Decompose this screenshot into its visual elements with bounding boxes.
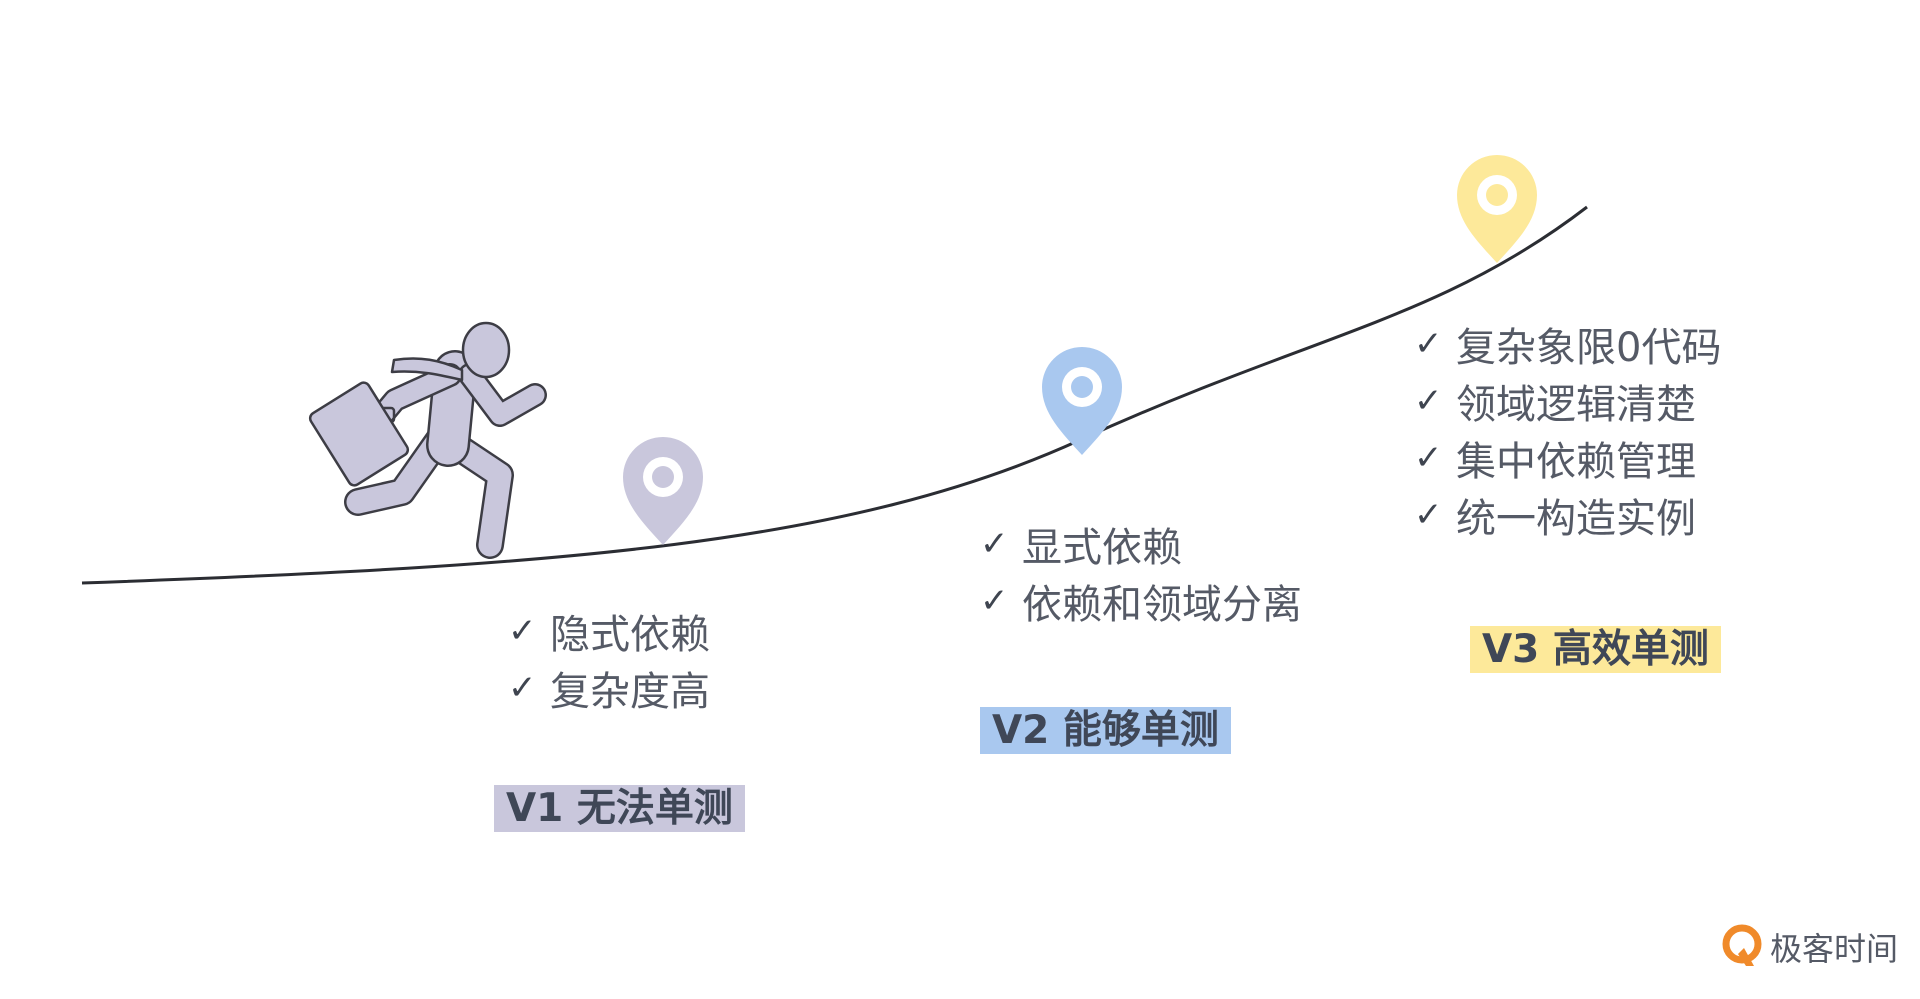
checklist-item-text: 显式依赖 [1022,524,1182,571]
stage-v3-checklist: ✓ 复杂象限0代码 ✓ 领域逻辑清楚 ✓ 集中依赖管理 ✓ 统一构造实例 [1414,315,1721,543]
check-icon: ✓ [508,610,537,651]
checklist-item: ✓ 依赖和领域分离 [980,572,1302,629]
check-icon: ✓ [1414,494,1443,535]
stage-v3-label: V3 高效单测 [1470,626,1721,673]
checklist-item: ✓ 集中依赖管理 [1414,429,1721,486]
stage-v2-checklist: ✓ 显式依赖 ✓ 依赖和领域分离 [980,515,1302,629]
geektime-logo: 极客时间 [1722,924,1898,970]
check-icon: ✓ [1414,380,1443,421]
checklist-item-text: 依赖和领域分离 [1022,581,1302,628]
pin-v3-icon [1457,155,1537,263]
logo-icon [1722,924,1762,966]
checklist-item-text: 复杂度高 [550,668,710,715]
check-icon: ✓ [980,580,1009,621]
checklist-item-text: 隐式依赖 [550,611,710,658]
checklist-item: ✓ 复杂度高 [508,659,710,716]
check-icon: ✓ [1414,323,1443,364]
checklist-item: ✓ 领域逻辑清楚 [1414,372,1721,429]
checklist-item: ✓ 统一构造实例 [1414,486,1721,543]
growth-curve [81,205,1588,585]
logo-text: 极客时间 [1770,930,1899,968]
checklist-item: ✓ 隐式依赖 [508,602,710,659]
stage-v1-label: V1 无法单测 [494,785,745,832]
checklist-item-text: 集中依赖管理 [1456,438,1696,485]
stage-v1-checklist: ✓ 隐式依赖 ✓ 复杂度高 [508,602,710,716]
check-icon: ✓ [508,667,537,708]
pin-v2-icon [1042,347,1122,455]
checklist-item-text: 统一构造实例 [1456,495,1696,542]
pin-v1-icon [623,437,703,545]
stage-v2-label: V2 能够单测 [980,707,1231,754]
checklist-item-text: 复杂象限0代码 [1456,324,1722,371]
check-icon: ✓ [1414,437,1443,478]
checklist-item: ✓ 显式依赖 [980,515,1302,572]
checklist-item-text: 领域逻辑清楚 [1456,381,1696,428]
checklist-item: ✓ 复杂象限0代码 [1414,315,1721,372]
check-icon: ✓ [980,523,1009,564]
running-person-icon [308,321,547,559]
